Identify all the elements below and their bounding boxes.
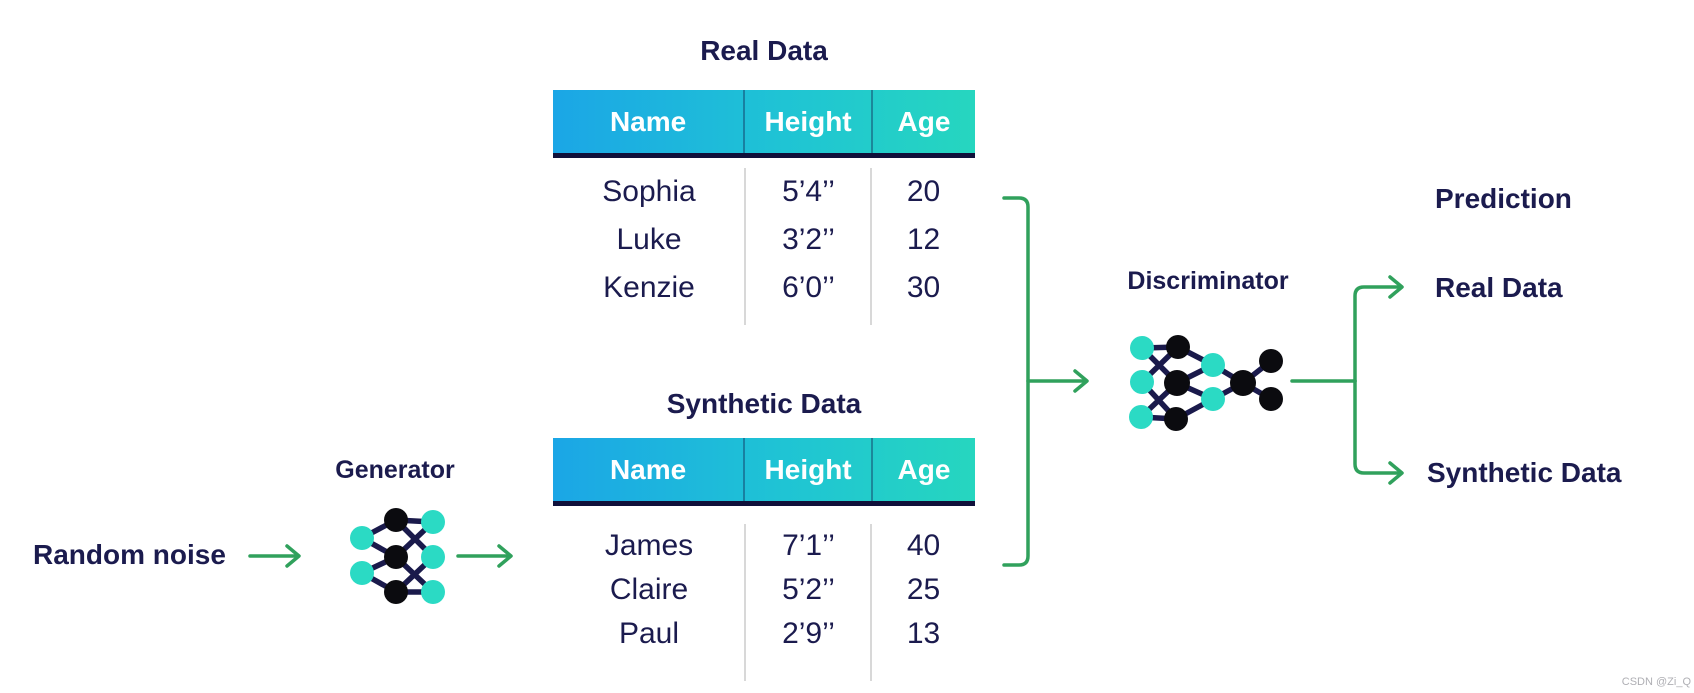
watermark: CSDN @Zi_Q — [1621, 676, 1691, 688]
column-divider — [744, 524, 746, 681]
cell-age: 12 — [906, 223, 941, 256]
column-divider — [870, 168, 872, 325]
column-header-age: Age — [870, 90, 975, 153]
synthetic-table-title: Synthetic Data — [666, 388, 862, 419]
cell-age: 20 — [906, 175, 941, 208]
column-header-height: Height — [743, 90, 871, 153]
cell-name: Luke — [616, 223, 682, 256]
table-row: Luke 3’2’’ 12 — [553, 216, 975, 264]
column-header-name: Name — [609, 453, 687, 485]
column-divider — [870, 524, 872, 681]
real-table-header: Name Height Age — [553, 90, 975, 158]
prediction-title: Prediction — [1435, 183, 1572, 214]
column-divider — [744, 168, 746, 325]
arrow-noise-to-generator — [248, 544, 301, 568]
prediction-synthetic-data-label: Synthetic Data — [1427, 457, 1622, 488]
cell-name: Kenzie — [603, 271, 695, 304]
cell-height: 3’2’’ — [782, 223, 835, 256]
synthetic-table-body: James 7’1’’ 40 Claire 5’2’’ 25 Paul 2’9’… — [553, 524, 975, 681]
synthetic-data-table: Name Height Age James 7’1’’ 40 Claire 5’… — [553, 438, 975, 681]
cell-name: James — [604, 529, 694, 562]
cell-age: 30 — [906, 271, 941, 304]
bracket-tables-join — [1002, 196, 1089, 567]
table-row: Paul 2’9’’ 13 — [553, 612, 975, 656]
real-table-title: Real Data — [700, 35, 828, 66]
cell-name: Paul — [618, 617, 680, 650]
table-row: Claire 5’2’’ 25 — [553, 568, 975, 612]
generator-neural-network-icon — [350, 508, 445, 604]
table-row: Sophia 5’4’’ 20 — [553, 168, 975, 216]
real-data-table: Name Height Age Sophia 5’4’’ 20 Luke 3’2… — [553, 90, 975, 325]
real-table-body: Sophia 5’4’’ 20 Luke 3’2’’ 12 Kenzie 6’0… — [553, 168, 975, 325]
cell-height: 6’0’’ — [782, 271, 835, 304]
discriminator-neural-network-icon — [1129, 335, 1283, 431]
cell-height: 5’4’’ — [782, 175, 835, 208]
prediction-real-data-label: Real Data — [1435, 272, 1563, 303]
cell-age: 40 — [906, 529, 941, 562]
cell-height: 7’1’’ — [782, 529, 835, 562]
cell-height: 5’2’’ — [782, 573, 835, 606]
column-header-age: Age — [870, 438, 975, 501]
arrow-generator-to-synthetic — [456, 544, 513, 568]
generator-label: Generator — [335, 456, 455, 484]
cell-age: 13 — [906, 617, 941, 650]
column-header-height: Height — [743, 438, 871, 501]
column-header-name: Name — [609, 105, 687, 137]
bracket-prediction-split — [1290, 275, 1404, 485]
cell-age: 25 — [906, 573, 941, 606]
table-row: James 7’1’’ 40 — [553, 524, 975, 568]
discriminator-label: Discriminator — [1127, 267, 1289, 295]
cell-height: 2’9’’ — [782, 617, 835, 650]
random-noise-label: Random noise — [33, 539, 226, 570]
cell-name: Claire — [609, 573, 689, 606]
table-row: Kenzie 6’0’’ 30 — [553, 264, 975, 312]
synthetic-table-header: Name Height Age — [553, 438, 975, 506]
cell-name: Sophia — [602, 175, 696, 208]
